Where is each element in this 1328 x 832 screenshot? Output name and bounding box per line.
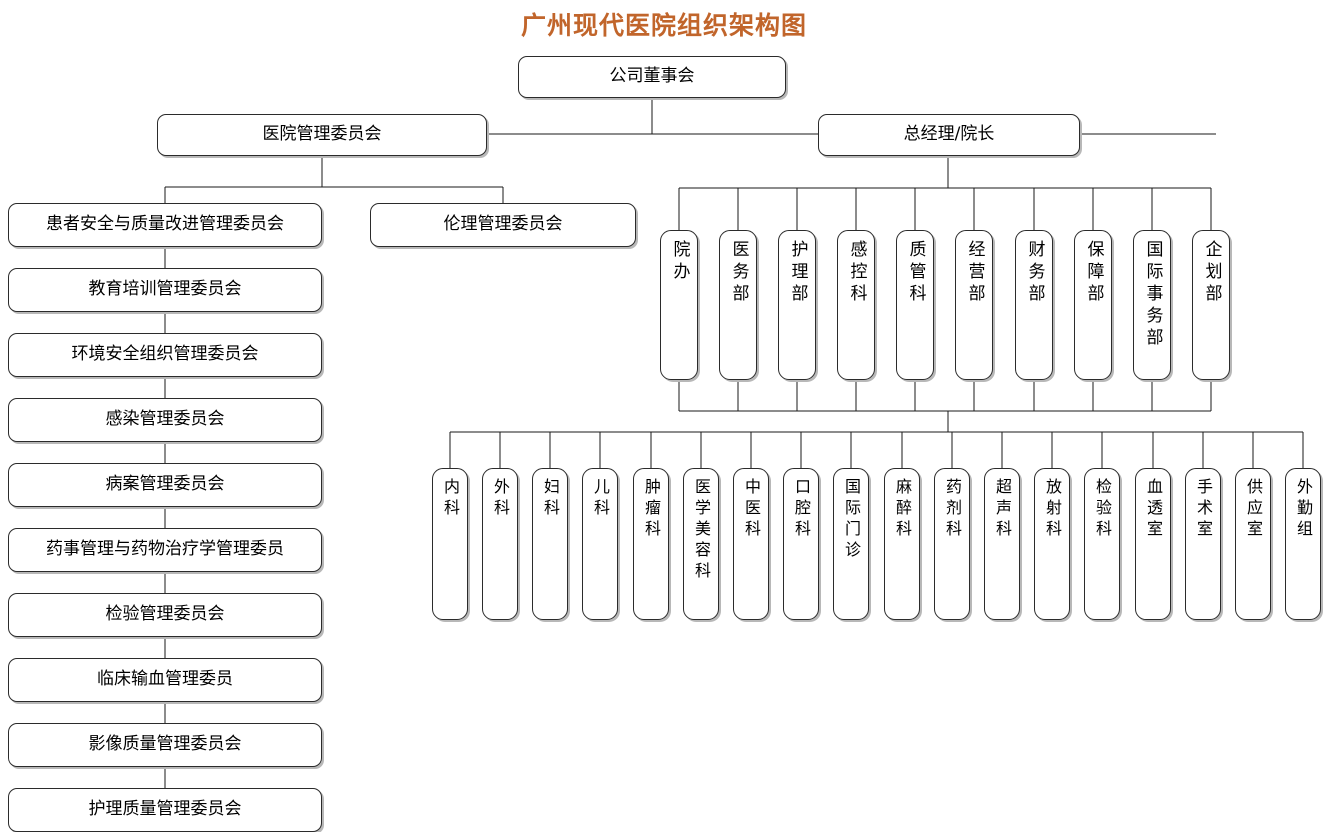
node-label: 儿科 bbox=[591, 478, 610, 520]
node-label: 质管科 bbox=[905, 240, 926, 306]
node-clinical-department[interactable]: 供应室 bbox=[1235, 468, 1271, 620]
node-label: 临床输血管理委员 bbox=[97, 669, 233, 690]
node-label: 肿瘤科 bbox=[642, 478, 661, 541]
node-department[interactable]: 感控科 bbox=[837, 230, 875, 380]
node-label: 放射科 bbox=[1043, 478, 1062, 541]
node-department[interactable]: 质管科 bbox=[896, 230, 934, 380]
node-label: 妇科 bbox=[541, 478, 560, 520]
node-department[interactable]: 财务部 bbox=[1015, 230, 1053, 380]
node-label: 口腔科 bbox=[792, 478, 811, 541]
node-general-manager[interactable]: 总经理/院长 bbox=[818, 114, 1080, 156]
chart-title: 广州现代医院组织架构图 bbox=[520, 11, 807, 40]
node-label: 内科 bbox=[441, 478, 460, 520]
node-label: 医学美容科 bbox=[692, 478, 711, 583]
node-label: 外科 bbox=[491, 478, 510, 520]
node-department[interactable]: 经营部 bbox=[955, 230, 993, 380]
node-clinical-department[interactable]: 血透室 bbox=[1135, 468, 1171, 620]
node-committee-chain-item[interactable]: 临床输血管理委员 bbox=[8, 658, 322, 702]
node-clinical-department[interactable]: 内科 bbox=[432, 468, 468, 620]
node-department[interactable]: 保障部 bbox=[1074, 230, 1112, 380]
node-label: 保障部 bbox=[1083, 240, 1104, 306]
node-board-of-directors[interactable]: 公司董事会 bbox=[518, 56, 786, 98]
node-committee-patient-safety[interactable]: 患者安全与质量改进管理委员会 bbox=[8, 203, 322, 247]
node-clinical-department[interactable]: 妇科 bbox=[532, 468, 568, 620]
node-label: 教育培训管理委员会 bbox=[88, 279, 242, 300]
node-label: 检验管理委员会 bbox=[105, 604, 225, 625]
node-department[interactable]: 医务部 bbox=[719, 230, 757, 380]
node-label: 药剂科 bbox=[943, 478, 962, 541]
node-label: 总经理/院长 bbox=[903, 124, 995, 145]
node-department[interactable]: 国际事务部 bbox=[1133, 230, 1171, 380]
node-clinical-department[interactable]: 中医科 bbox=[733, 468, 769, 620]
node-label: 国际事务部 bbox=[1142, 240, 1163, 350]
node-committee-chain-item[interactable]: 教育培训管理委员会 bbox=[8, 268, 322, 312]
node-label: 检验科 bbox=[1093, 478, 1112, 541]
node-label: 国际门诊 bbox=[842, 478, 861, 562]
node-clinical-department[interactable]: 肿瘤科 bbox=[633, 468, 669, 620]
node-label: 医院管理委员会 bbox=[262, 124, 382, 145]
node-label: 麻醉科 bbox=[893, 478, 912, 541]
node-label: 环境安全组织管理委员会 bbox=[71, 344, 259, 365]
node-label: 感染管理委员会 bbox=[105, 409, 225, 430]
node-clinical-department[interactable]: 麻醉科 bbox=[884, 468, 920, 620]
node-label: 感控科 bbox=[846, 240, 867, 306]
node-committee-chain-item[interactable]: 检验管理委员会 bbox=[8, 593, 322, 637]
node-committee-chain-item[interactable]: 感染管理委员会 bbox=[8, 398, 322, 442]
node-clinical-department[interactable]: 外勤组 bbox=[1285, 468, 1321, 620]
node-label: 手术室 bbox=[1194, 478, 1213, 541]
node-label: 财务部 bbox=[1024, 240, 1045, 306]
node-label: 外勤组 bbox=[1294, 478, 1313, 541]
node-label: 中医科 bbox=[742, 478, 761, 541]
node-clinical-department[interactable]: 外科 bbox=[482, 468, 518, 620]
node-label: 经营部 bbox=[964, 240, 985, 306]
node-committee-chain-item[interactable]: 影像质量管理委员会 bbox=[8, 723, 322, 767]
node-label: 药事管理与药物治疗学管理委员 bbox=[46, 539, 284, 560]
node-label: 公司董事会 bbox=[609, 66, 695, 87]
node-committee-chain-item[interactable]: 环境安全组织管理委员会 bbox=[8, 333, 322, 377]
node-clinical-department[interactable]: 放射科 bbox=[1034, 468, 1070, 620]
node-label: 供应室 bbox=[1244, 478, 1263, 541]
node-committee-chain-item[interactable]: 护理质量管理委员会 bbox=[8, 788, 322, 832]
node-department[interactable]: 企划部 bbox=[1192, 230, 1230, 380]
node-label: 伦理管理委员会 bbox=[443, 214, 563, 235]
node-hospital-management-committee[interactable]: 医院管理委员会 bbox=[157, 114, 487, 156]
node-clinical-department[interactable]: 国际门诊 bbox=[833, 468, 869, 620]
node-clinical-department[interactable]: 口腔科 bbox=[783, 468, 819, 620]
node-label: 影像质量管理委员会 bbox=[88, 734, 242, 755]
node-label: 超声科 bbox=[993, 478, 1012, 541]
node-committee-chain-item[interactable]: 药事管理与药物治疗学管理委员 bbox=[8, 528, 322, 572]
node-label: 血透室 bbox=[1144, 478, 1163, 541]
node-label: 医务部 bbox=[728, 240, 749, 306]
node-clinical-department[interactable]: 儿科 bbox=[582, 468, 618, 620]
node-clinical-department[interactable]: 超声科 bbox=[984, 468, 1020, 620]
node-label: 企划部 bbox=[1201, 240, 1222, 306]
node-committee-ethics[interactable]: 伦理管理委员会 bbox=[370, 203, 636, 247]
node-department[interactable]: 院办 bbox=[660, 230, 698, 380]
node-clinical-department[interactable]: 药剂科 bbox=[934, 468, 970, 620]
node-label: 病案管理委员会 bbox=[105, 474, 225, 495]
node-clinical-department[interactable]: 医学美容科 bbox=[683, 468, 719, 620]
node-label: 患者安全与质量改进管理委员会 bbox=[46, 214, 284, 235]
node-committee-chain-item[interactable]: 病案管理委员会 bbox=[8, 463, 322, 507]
node-label: 院办 bbox=[669, 240, 690, 284]
node-department[interactable]: 护理部 bbox=[778, 230, 816, 380]
node-label: 护理质量管理委员会 bbox=[88, 799, 242, 820]
node-clinical-department[interactable]: 检验科 bbox=[1084, 468, 1120, 620]
node-clinical-department[interactable]: 手术室 bbox=[1185, 468, 1221, 620]
node-label: 护理部 bbox=[787, 240, 808, 306]
